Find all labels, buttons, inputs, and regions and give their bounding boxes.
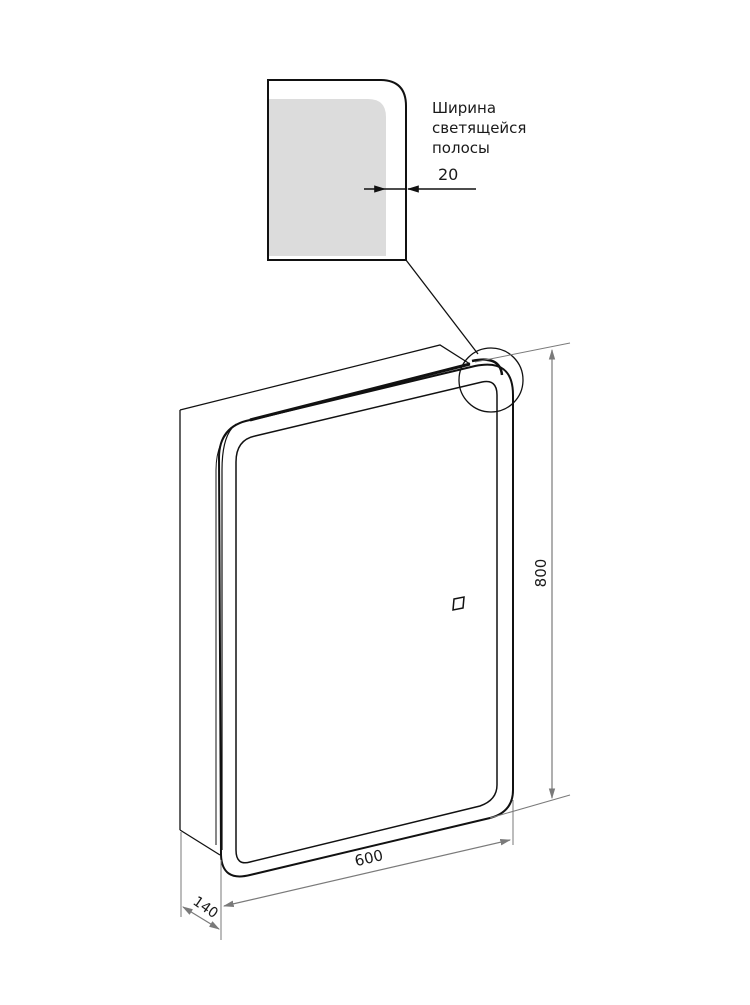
- dimension-width-label: 600: [353, 846, 385, 870]
- dimension-height: 800: [474, 342, 571, 819]
- mirror-frame: [215, 358, 514, 878]
- led-strip-fill: [269, 99, 386, 256]
- leader-line: [405, 259, 479, 355]
- callout-value: 20: [438, 165, 459, 184]
- dimension-height-label: 800: [532, 559, 550, 588]
- callout-caption-line-2: светящейся: [432, 119, 527, 137]
- callout-caption-line-3: полосы: [432, 139, 490, 157]
- dimension-width: 600: [220, 800, 514, 940]
- detail-circle: [458, 347, 524, 413]
- callout-caption-line-1: Ширина: [432, 99, 497, 117]
- dimension-depth-label: 140: [190, 894, 221, 922]
- touch-sensor-icon: [452, 596, 465, 611]
- dimension-depth: 140: [180, 832, 221, 930]
- detail-callout: [267, 79, 479, 355]
- cabinet-body: [179, 344, 471, 856]
